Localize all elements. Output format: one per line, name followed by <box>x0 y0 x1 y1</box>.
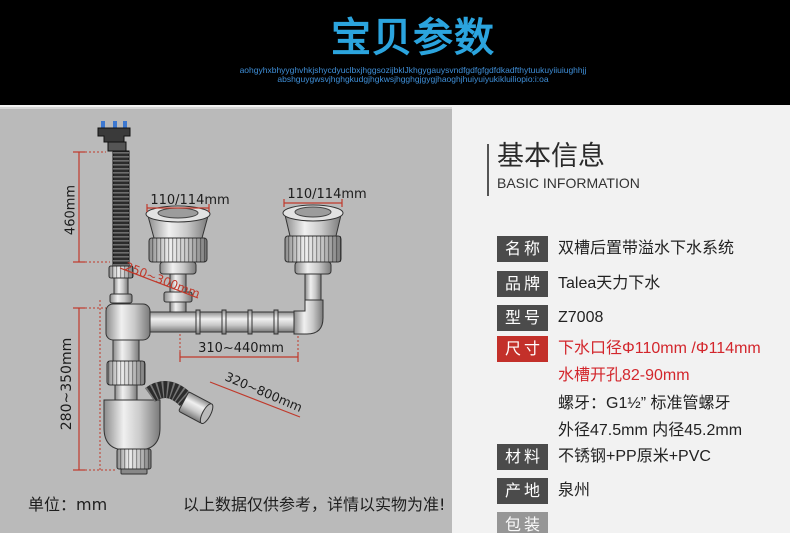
drain-system-diagram: 460mm 280~350mm 110/114mm 110/114mm 250~… <box>59 121 367 475</box>
dimension-label-outlet-spacing: 310~440mm <box>198 341 284 356</box>
info-row-size: 尺寸 下水口径Φ110mm /Φ114mm 水槽开孔82-90mm 螺牙：G1½… <box>497 336 790 444</box>
info-label: 品牌 <box>497 271 548 297</box>
dimension-label-trap-height: 280~350mm <box>59 338 75 430</box>
info-label: 包装 <box>497 512 548 533</box>
info-value-pipe-diameter: 外径47.5mm 内径45.2mm <box>558 422 743 439</box>
info-value: 不锈钢+PP原米+PVC <box>558 448 711 465</box>
info-label: 名称 <box>497 236 548 262</box>
trap-assembly <box>103 303 161 475</box>
info-row-name: 名称 双槽后置带溢水下水系统 <box>497 236 790 262</box>
page-title: 宝贝参数 <box>331 15 495 61</box>
info-value: Talea天力下水 <box>558 275 661 292</box>
right-strainer <box>282 204 344 335</box>
header-banner: 宝贝参数 aohgyhxbhyyghvhkjshycdyuclbxjhggsoz… <box>0 0 790 105</box>
info-value: 双槽后置带溢水下水系统 <box>558 240 735 257</box>
connector-pipe <box>147 309 295 335</box>
info-label: 型号 <box>497 305 548 331</box>
disclaimer: 以上数据仅供参考，详情以实物为准! <box>183 495 446 514</box>
outlet-hose <box>145 381 214 425</box>
dimension-label-right-outlet: 110/114mm <box>287 187 366 202</box>
info-value: Z7008 <box>558 309 604 326</box>
left-strainer <box>145 205 211 313</box>
info-value: 泉州 <box>558 482 591 499</box>
info-label-highlighted: 尺寸 <box>497 336 548 362</box>
info-row-model: 型号 Z7008 <box>497 305 790 331</box>
unit-note: 单位：mm <box>28 495 108 514</box>
info-row-material: 材料 不锈钢+PP原米+PVC <box>497 444 790 470</box>
section-accent-bar <box>487 144 489 196</box>
info-value-thread: 螺牙：G1½” 标准管螺牙 <box>558 395 731 412</box>
dimension-lines <box>73 151 343 472</box>
section-subtitle: BASIC INFORMATION <box>497 175 640 191</box>
overflow-fitting <box>97 121 131 152</box>
dimension-label-left-outlet: 110/114mm <box>150 193 229 208</box>
info-row-origin: 产地 泉州 <box>497 478 790 504</box>
decorative-text-line-2: abshguygwsvjhghgkudgjhgkwsjhgghgjgygjhao… <box>277 75 549 84</box>
info-label: 材料 <box>497 444 548 470</box>
overflow-connector <box>108 265 134 304</box>
info-value-outlet-diameter: 下水口径Φ110mm /Φ114mm <box>558 340 761 357</box>
section-title: 基本信息 <box>497 141 605 172</box>
info-row-packaging: 包装 <box>497 512 790 533</box>
overflow-hose <box>112 150 130 268</box>
dimension-label-overflow-height: 460mm <box>64 185 79 235</box>
decorative-text-line-1: aohgyhxbhyyghvhkjshycdyuclbxjhggsozijbkl… <box>239 66 587 75</box>
info-label: 产地 <box>497 478 548 504</box>
info-row-brand: 品牌 Talea天力下水 <box>497 271 790 297</box>
info-value-sink-hole: 水槽开孔82-90mm <box>558 367 690 384</box>
